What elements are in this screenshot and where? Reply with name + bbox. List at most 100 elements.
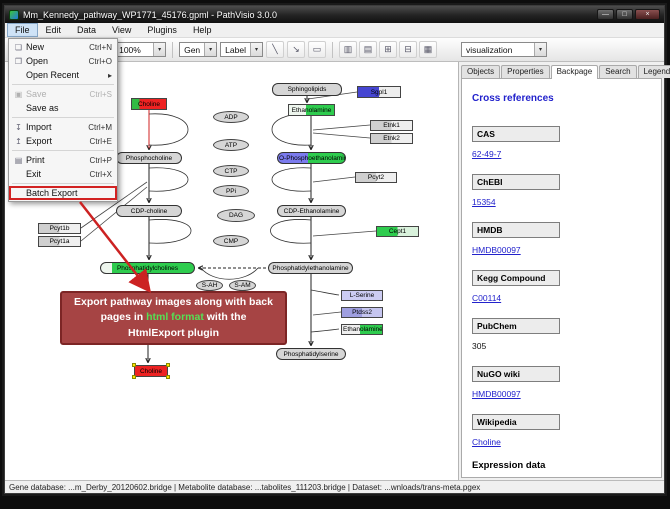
pathway-node-adp[interactable]: ADP [213,111,249,123]
pathway-node-s-am[interactable]: S-AM [229,280,256,291]
align-tool-icon-4[interactable]: ⊟ [398,41,417,58]
app-icon [9,9,19,20]
node-label: Sgpl1 [370,88,388,96]
tab-properties[interactable]: Properties [501,65,550,78]
pathway-node-phosphatidylcholines[interactable]: Phosphatidylcholines [100,262,195,274]
selection-handle[interactable] [166,363,170,367]
selection-handle[interactable] [166,375,170,379]
menubar: File Edit Data View Plugins Help [5,23,664,38]
tab-search[interactable]: Search [599,65,637,78]
pathway-node-cdp-choline[interactable]: CDP-choline [116,205,182,217]
tab-legend[interactable]: Legend [637,65,670,78]
label-tool-dropdown[interactable]: Label ▾ [220,42,263,57]
node-label: Sphingolipids [287,86,327,93]
align-tool-icon-5[interactable]: ▦ [418,41,437,58]
arrow-line-tool-icon[interactable]: ↘ [286,41,305,58]
pathway-node-pcyt1a[interactable]: Pcyt1a [38,236,81,247]
window-controls: — □ × [597,9,660,20]
menu-plugins[interactable]: Plugins [147,25,177,35]
pathway-node-ppi[interactable]: PPi [213,185,249,197]
pathway-node-cmp[interactable]: CMP [213,235,249,247]
backpage-link[interactable]: 62-49-7 [472,149,502,159]
maximize-button[interactable]: □ [616,9,633,20]
menu-data[interactable]: Data [77,25,97,35]
menu-edit[interactable]: Edit [45,25,62,35]
pathway-node-pcyt2[interactable]: Pcyt2 [355,172,397,183]
annotation-highlight: html format [146,311,204,324]
file-menu-item-open-recent[interactable]: Open Recent▸ [9,68,117,82]
backpage-link[interactable]: 15354 [472,197,496,207]
backpage-link[interactable]: HMDB00097 [472,245,521,255]
align-tool-icon-2[interactable]: ▤ [358,41,377,58]
titlebar[interactable]: Mm_Kennedy_pathway_WP1771_45176.gpml - P… [5,6,664,23]
file-menu-item-batch-export[interactable]: Batch Export [9,186,117,200]
file-menu-item-save-as[interactable]: Save as [9,101,117,115]
backpage-link[interactable]: Choline [472,437,501,447]
selection-handle[interactable] [132,375,136,379]
line-tool-icon[interactable]: ╲ [265,41,284,58]
pathway-node-etnk1[interactable]: Etnk1 [370,120,413,131]
backpage-link[interactable]: HMDB00097 [472,389,521,399]
backpage-section-title: HMDB [472,222,560,238]
node-label: Etnk2 [383,135,400,142]
align-tool-icon-3[interactable]: ⊞ [378,41,397,58]
pathway-node-dag[interactable]: DAG [217,209,255,222]
visualization-combobox[interactable]: visualization ▾ [461,42,547,57]
menu-view[interactable]: View [112,25,132,35]
node-label: Choline [139,367,163,375]
backpage-link[interactable]: C00114 [472,293,502,303]
pathway-node-ethanolamine[interactable]: Ethanolamine [288,104,335,116]
selection-handle[interactable] [132,363,136,367]
node-label: Pcyt1b [49,225,70,232]
minimize-button[interactable]: — [597,9,614,20]
datanode-tool-dropdown[interactable]: Gen ▾ [179,42,218,57]
pathway-node-ctp[interactable]: CTP [213,165,249,177]
pathway-node-atp[interactable]: ATP [213,139,249,151]
pathway-node-phosphatidylserine[interactable]: Phosphatidylserine [276,348,346,360]
node-label: CDP-choline [130,207,168,215]
pathway-node-phosphocholine[interactable]: Phosphocholine [116,152,182,164]
zoom-combobox[interactable]: 100% ▾ [114,42,167,57]
tab-backpage[interactable]: Backpage [550,65,599,79]
menu-file[interactable]: File [7,23,38,37]
pathway-node-o-phosphoethanolamine[interactable]: O-Phosphoethanolamine [277,152,346,164]
pathway-canvas[interactable]: Export pathway images along with back pa… [5,62,458,480]
node-label: Pcyt1a [49,238,70,245]
pathway-node-cdp-ethanolamine[interactable]: CDP-Ethanolamine [277,205,346,217]
pathway-node-phosphatidylethanolamine[interactable]: Phosphatidylethanolamine [268,262,353,274]
chevron-down-icon[interactable]: ▾ [153,43,166,56]
pathway-node-l-serine[interactable]: L-Serine [341,290,383,301]
toolbar-separator [172,41,174,58]
pathway-node-ethanolamine-2[interactable]: Ethanolamine [341,324,383,335]
node-label: CDP-Ethanolamine [283,207,340,215]
pathway-node-choline[interactable]: Choline [131,98,167,110]
save-icon: ▣ [14,89,23,99]
chevron-down-icon[interactable]: ▾ [204,43,217,56]
pathway-node-pcyt1b[interactable]: Pcyt1b [38,223,81,234]
pathway-node-cept1[interactable]: Cept1 [376,226,419,237]
pathway-node-etnk2[interactable]: Etnk2 [370,133,413,144]
shape-tool-icon[interactable]: ▭ [307,41,326,58]
chevron-down-icon[interactable]: ▾ [249,43,262,56]
menu-help[interactable]: Help [192,25,212,35]
menu-item-label: Import [26,122,52,132]
chevron-down-icon[interactable]: ▾ [534,43,546,56]
pathway-node-s-ah[interactable]: S-AH [196,280,223,291]
backpage-title: Cross references [472,93,554,104]
align-tool-icon-1[interactable]: ▥ [338,41,357,58]
pathway-node-ptdss2[interactable]: Ptdss2 [341,307,383,318]
close-button[interactable]: × [635,9,660,20]
pathway-node-sgpl1[interactable]: Sgpl1 [357,86,401,98]
pathway-node-sphingolipids[interactable]: Sphingolipids [272,83,342,96]
pathway-node-choline-2[interactable]: Choline [132,363,170,379]
tab-objects[interactable]: Objects [461,65,501,78]
